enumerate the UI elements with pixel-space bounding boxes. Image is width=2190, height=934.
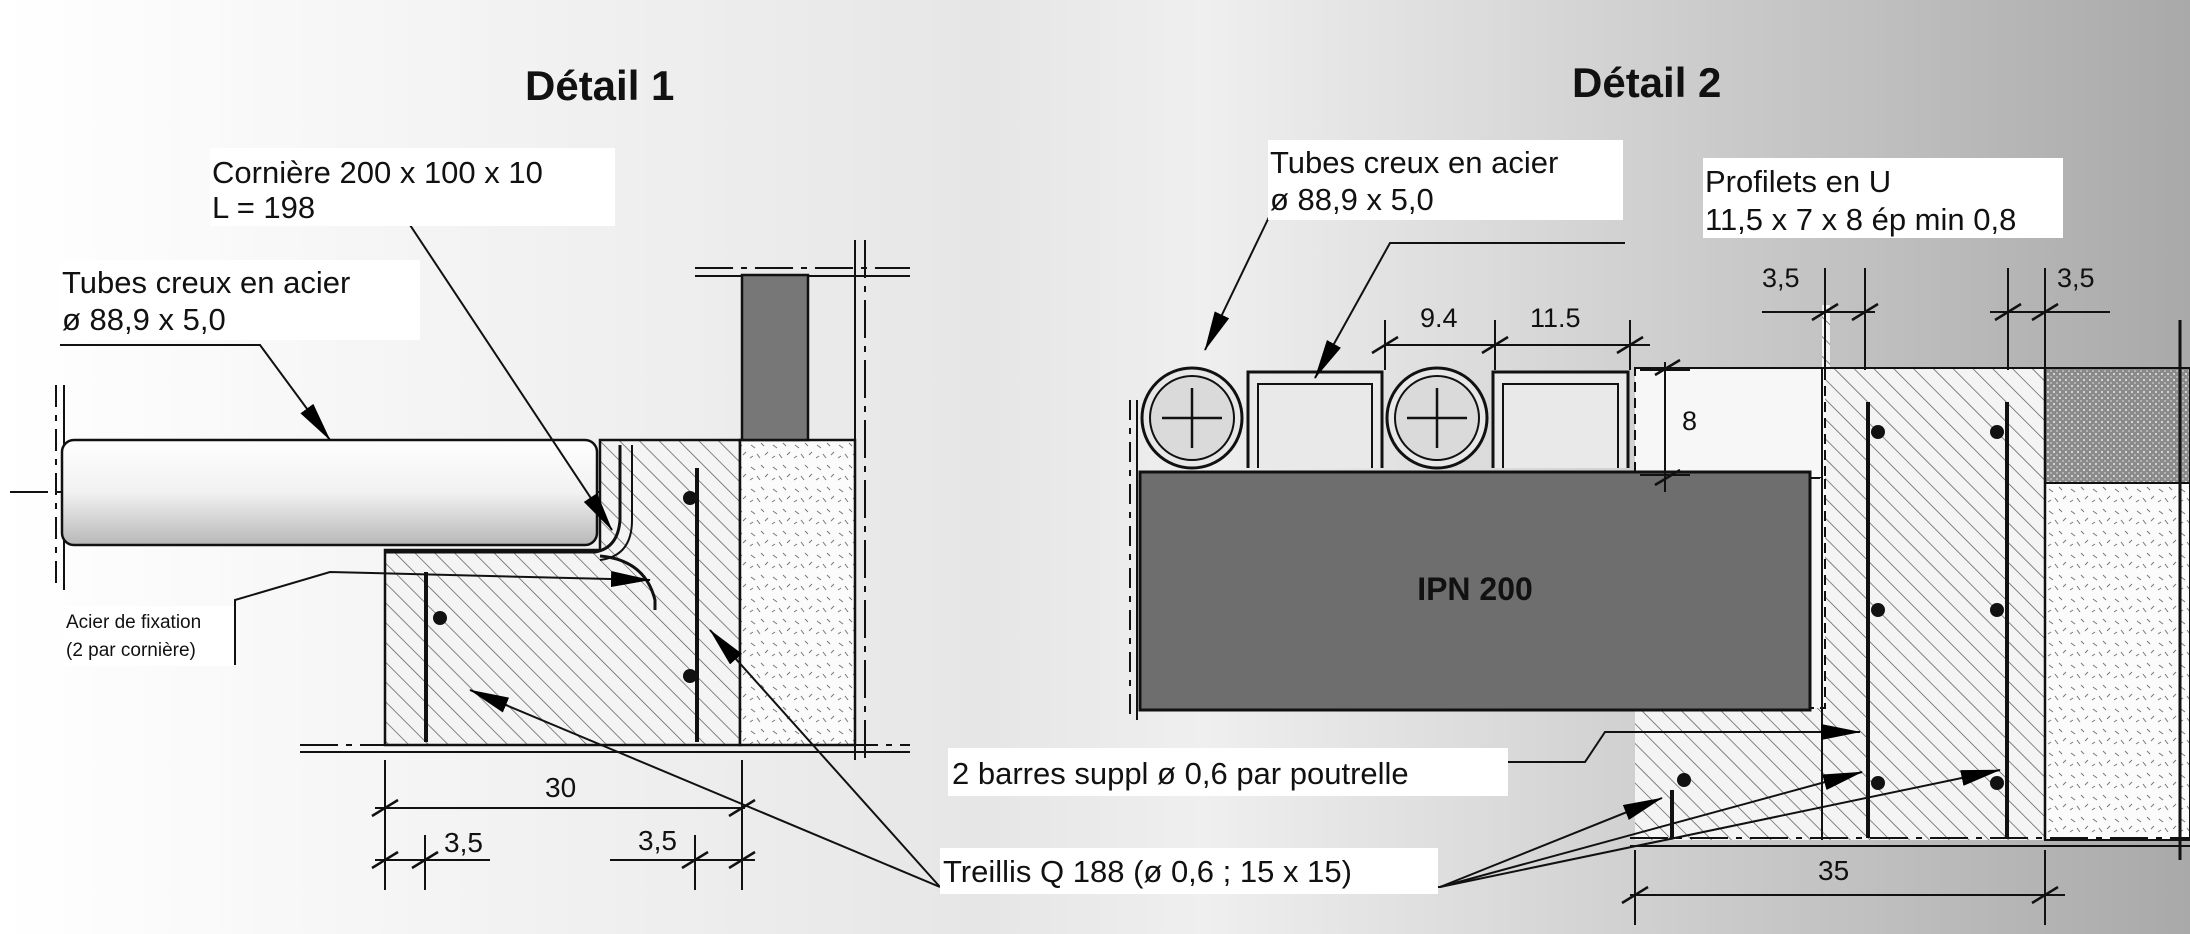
detail-2-tube-line2: ø 88,9 x 5,0 xyxy=(1270,182,1434,217)
corniere-label-line2: L = 198 xyxy=(212,190,315,225)
profile-label-line2: 11,5 x 7 x 8 ép min 0,8 xyxy=(1705,202,2016,237)
fixing-label-line1: Acier de fixation xyxy=(66,612,201,633)
bars-label: 2 barres suppl ø 0,6 par poutrelle xyxy=(952,756,1409,791)
dim-3-5-top-left: 3,5 xyxy=(1762,263,1800,293)
fixing-label-bg xyxy=(64,606,234,666)
detail-2-tube-label-bg xyxy=(1268,140,1623,220)
detail-1 xyxy=(10,224,910,890)
tube-label-bg xyxy=(60,260,420,340)
dim-8: 8 xyxy=(1682,406,1697,436)
corniere-label-bg xyxy=(210,148,615,226)
profile-label-line1: Profilets en U xyxy=(1705,164,1891,199)
dim-3-5-top-right: 3,5 xyxy=(2057,263,2095,293)
mesh-label-bg xyxy=(940,848,1438,894)
mesh-label: Treillis Q 188 (ø 0,6 ; 15 x 15) xyxy=(943,854,1352,889)
detail-2-tube-line1: Tubes creux en acier xyxy=(1270,145,1558,180)
dim-3-5-right: 3,5 xyxy=(638,825,677,856)
dim-30: 30 xyxy=(545,772,576,803)
fixing-label-line2: (2 par cornière) xyxy=(66,640,196,661)
bars-label-bg xyxy=(948,748,1508,796)
beam-label: IPN 200 xyxy=(1417,571,1533,607)
detail-1-tube-line2: ø 88,9 x 5,0 xyxy=(62,302,226,337)
dim-11-5: 11.5 xyxy=(1530,303,1581,333)
profile-label-bg xyxy=(1703,158,2063,238)
detail-2-title: Détail 2 xyxy=(1572,59,1721,106)
corniere-label-line1: Cornière 200 x 100 x 10 xyxy=(212,155,543,190)
dim-9-4: 9.4 xyxy=(1420,303,1458,333)
detail-2 xyxy=(1129,214,2190,925)
detail-1-title: Détail 1 xyxy=(525,62,674,109)
detail-1-tube-line1: Tubes creux en acier xyxy=(62,265,350,300)
dim-3-5-left: 3,5 xyxy=(444,827,483,858)
dim-35: 35 xyxy=(1818,855,1849,886)
